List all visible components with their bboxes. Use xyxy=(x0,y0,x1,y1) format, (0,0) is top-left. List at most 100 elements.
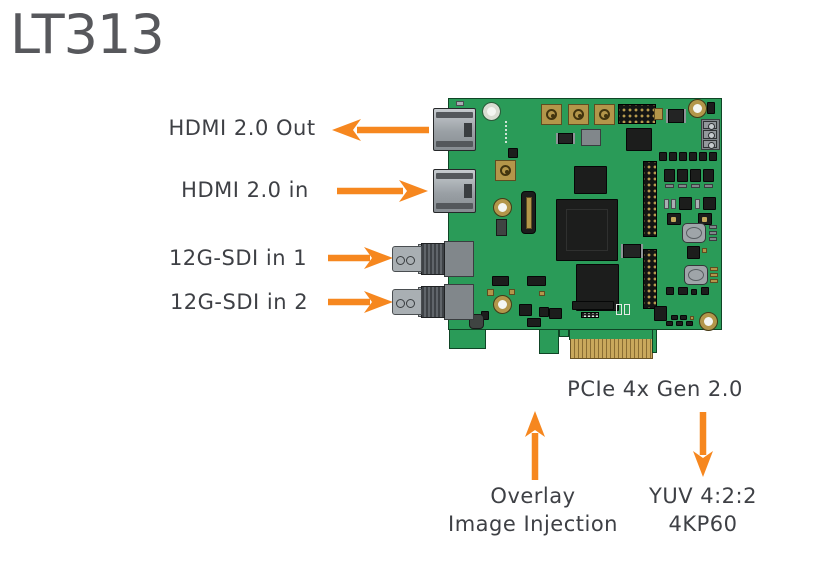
pcie-key-notch-top xyxy=(559,329,569,337)
smd-component xyxy=(691,289,697,295)
hdmi-shell-detail xyxy=(436,203,473,209)
bnc-knurl xyxy=(421,243,445,275)
smd-component xyxy=(616,304,622,315)
terminal-cell xyxy=(703,130,717,139)
smd-component xyxy=(679,152,687,161)
smd-component xyxy=(710,267,718,271)
pin-header xyxy=(618,104,656,124)
product-title: LT313 xyxy=(10,3,165,66)
board-connector xyxy=(521,191,536,234)
label-yuv-line1: YUV 4:2:2 xyxy=(649,484,757,508)
capture-card-board xyxy=(392,98,722,359)
connector-block xyxy=(581,129,601,146)
label-overlay-line1: Overlay xyxy=(490,484,576,508)
smd-component xyxy=(456,101,464,106)
pin-header xyxy=(643,161,657,237)
label-yuv-line2: 4KP60 xyxy=(668,512,738,536)
smd-component xyxy=(666,321,673,326)
mounting-hole xyxy=(482,102,501,121)
smd-component xyxy=(702,248,707,253)
smd-component xyxy=(666,287,674,295)
soic-chip xyxy=(623,244,641,258)
label-sdi-in-1: 12G-SDI in 1 xyxy=(168,246,308,270)
hdmi-shell-detail xyxy=(436,112,473,118)
mounting-hole xyxy=(699,312,718,331)
smd-component xyxy=(676,321,683,326)
label-pcie: PCIe 4x Gen 2.0 xyxy=(567,377,743,401)
smd-component xyxy=(659,152,667,161)
hdmi-socket xyxy=(464,184,472,198)
right-arrow xyxy=(328,247,393,269)
smd-component xyxy=(539,307,549,317)
smd-component xyxy=(686,321,693,326)
bnc-knurl xyxy=(421,286,445,318)
smd-component xyxy=(509,289,515,295)
smd-component xyxy=(665,184,674,188)
smd-component xyxy=(581,312,599,318)
chip xyxy=(654,306,667,321)
smd-component xyxy=(671,315,678,320)
smd-component xyxy=(669,152,677,161)
coax-pad xyxy=(568,104,589,125)
smd-component xyxy=(624,304,630,315)
smd-component xyxy=(703,197,716,210)
soic-chip xyxy=(668,109,684,123)
smd-component xyxy=(527,318,541,327)
mounting-hole xyxy=(493,295,512,314)
smd-component xyxy=(654,108,663,120)
smd-component xyxy=(690,316,694,320)
chip xyxy=(667,213,681,225)
hdmi-shell-detail xyxy=(436,173,473,179)
bracket-tab xyxy=(449,329,486,349)
fpga-chip xyxy=(556,199,618,261)
label-hdmi-out: HDMI 2.0 Out xyxy=(168,116,316,140)
chip xyxy=(574,166,607,194)
smd-component xyxy=(664,199,669,209)
smd-component xyxy=(710,279,718,283)
label-sdi-in-2: 12G-SDI in 2 xyxy=(169,290,309,314)
smd-component xyxy=(678,184,687,188)
label-overlay: Overlay Image Injection xyxy=(448,482,618,538)
chip xyxy=(492,276,509,286)
hdmi-in-port xyxy=(433,169,476,213)
smd-component xyxy=(703,169,714,182)
label-hdmi-in: HDMI 2.0 in xyxy=(181,178,309,202)
chip xyxy=(626,128,652,151)
smd-component xyxy=(701,287,709,295)
mounting-hole xyxy=(493,198,512,217)
inductor-coil xyxy=(684,265,708,285)
label-overlay-line2: Image Injection xyxy=(448,512,618,536)
up-arrow xyxy=(525,411,545,480)
smd-component xyxy=(709,231,717,235)
chip xyxy=(508,148,518,158)
terminal-cell xyxy=(703,139,717,149)
smd-component xyxy=(679,197,692,210)
smd-component xyxy=(680,315,687,320)
smd-component xyxy=(549,308,562,319)
left-arrow xyxy=(332,119,429,141)
bnc-tip xyxy=(392,289,422,315)
chip xyxy=(519,304,532,316)
smd-component xyxy=(496,219,507,236)
coax-pad xyxy=(594,104,615,125)
down-arrow xyxy=(693,412,713,477)
sdi-in-2-connector xyxy=(444,284,474,320)
smd-component xyxy=(690,169,701,182)
smd-component xyxy=(678,287,688,295)
smd-component xyxy=(709,225,717,229)
smd-component xyxy=(695,199,700,209)
right-arrow xyxy=(328,291,393,313)
smd-component xyxy=(671,199,676,209)
hdmi-shell-detail xyxy=(436,141,473,147)
smd-component xyxy=(677,169,688,182)
pin-header xyxy=(643,249,657,309)
chip xyxy=(527,276,546,286)
terminal-block xyxy=(701,119,720,150)
chip xyxy=(698,213,712,225)
smd-component xyxy=(664,169,675,182)
pcie-tab-left-post xyxy=(539,329,559,354)
silkscreen-marks xyxy=(505,121,507,143)
chip xyxy=(572,301,614,310)
label-yuv: YUV 4:2:2 4KP60 xyxy=(649,482,757,538)
